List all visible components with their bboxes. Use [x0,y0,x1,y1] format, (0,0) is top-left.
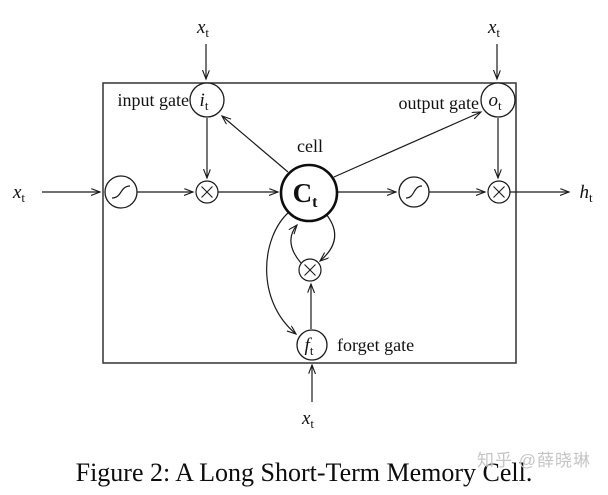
forget-gate-node [296,329,328,361]
input-gate-label: input gate [118,90,189,110]
x-input-bottom: xt [301,408,314,431]
peephole-arrow-cell-to-input-gate [222,116,289,173]
output-squash-icon [398,176,430,208]
input-multiply-icon [195,180,219,204]
peephole-arrow-cell-to-output-gate [333,112,481,178]
arc-recurrent-multiply-to-cell [291,225,302,264]
x-input-top-right: xt [487,17,500,40]
forget-gate-label: forget gate [337,335,414,355]
arc-cell-to-forget-gate [266,211,296,334]
cell-symbol: Ct [293,178,319,211]
x-input-left: xt [12,182,25,205]
forget-gate-symbol: ft [305,335,314,358]
figure-caption: Figure 2: A Long Short-Term Memory Cell. [75,458,533,487]
cell-node [279,163,339,223]
output-gate-label: output gate [399,93,479,113]
input-gate-symbol: it [200,90,209,113]
input-gate-node [189,82,225,118]
h-output-label: ht [579,182,593,205]
recurrent-multiply-icon [298,258,322,282]
input-squash-icon [104,175,138,209]
output-multiply-icon [487,180,511,204]
x-input-top-left: xt [196,17,209,40]
output-gate-symbol: ot [488,90,502,113]
output-gate-node [480,82,516,118]
lstm-block-border [102,82,517,364]
cell-label: cell [297,136,323,156]
watermark: 知乎 @薛晓琳 [477,451,591,470]
lstm-diagram: xt xt xt xt ht it ot ft Ct input gate ou… [12,17,593,431]
arc-cell-to-recurrent-multiply [320,213,336,261]
